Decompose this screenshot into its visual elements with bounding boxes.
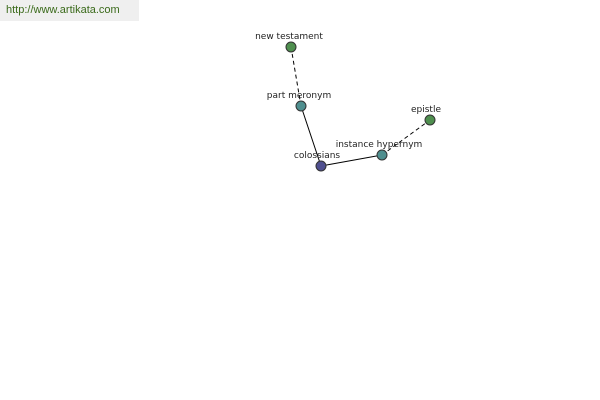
node-epistle-dot[interactable] [424, 114, 436, 126]
edges-layer [290, 46, 431, 167]
edge-instance-hypernym-epistle [381, 119, 431, 156]
node-part-meronym[interactable]: part meronym [267, 91, 331, 112]
node-instance-hypernym-label: instance hypernym [336, 140, 423, 150]
edge-colossians-instance-hypernym [320, 154, 383, 167]
node-new-testament-label: new testament [255, 32, 323, 42]
node-instance-hypernym[interactable]: instance hypernym [336, 140, 423, 161]
node-part-meronym-label: part meronym [267, 91, 331, 101]
node-instance-hypernym-dot[interactable] [376, 149, 388, 161]
node-part-meronym-dot[interactable] [295, 100, 307, 112]
node-new-testament-dot[interactable] [285, 41, 297, 53]
node-new-testament[interactable]: new testament [255, 32, 323, 53]
source-url-link[interactable]: http://www.artikata.com [0, 0, 139, 21]
edge-part-meronym-colossians [300, 105, 322, 167]
edge-new-testament-part-meronym [290, 46, 302, 107]
node-colossians-label: colossians [294, 151, 341, 161]
node-epistle[interactable]: epistle [411, 105, 441, 126]
node-colossians[interactable]: colossians [294, 151, 341, 172]
node-colossians-dot[interactable] [315, 160, 327, 172]
node-epistle-label: epistle [411, 105, 441, 115]
